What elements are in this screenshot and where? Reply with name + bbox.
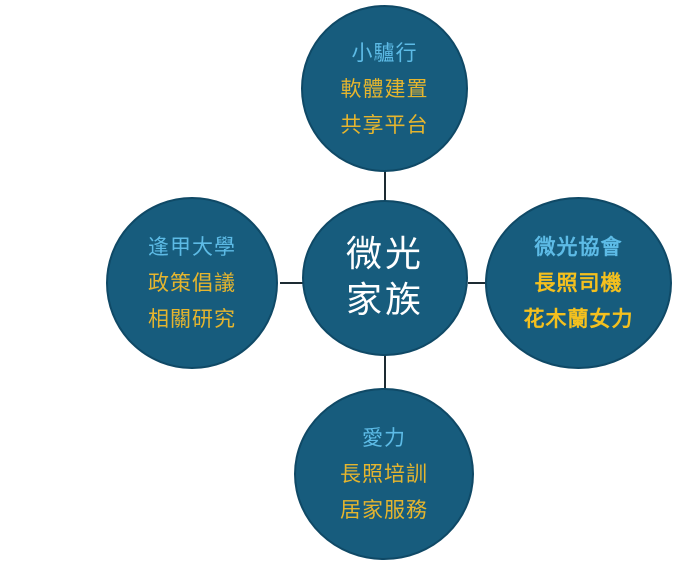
node-right-title: 微光協會: [534, 235, 623, 259]
node-right-line-1: 長照司機: [534, 271, 623, 295]
node-top-title: 小驢行: [351, 40, 418, 65]
node-right: 微光協會 長照司機 花木蘭女力: [485, 197, 672, 369]
node-top-line-2: 共享平台: [340, 112, 429, 137]
node-center: 微光 家族: [302, 200, 468, 356]
node-right-line-2: 花木蘭女力: [523, 307, 634, 331]
connector-bottom: [384, 354, 386, 390]
center-line-2: 家族: [345, 280, 424, 321]
connector-top: [384, 170, 386, 204]
center-line-1: 微光: [345, 234, 424, 275]
node-left-title: 逢甲大學: [148, 235, 236, 259]
connector-right: [468, 282, 488, 284]
node-bottom: 愛力 長照培訓 居家服務: [294, 388, 474, 560]
node-top: 小驢行 軟體建置 共享平台: [301, 5, 468, 172]
node-left-line-1: 政策倡議: [148, 271, 236, 295]
node-left-line-2: 相關研究: [148, 307, 236, 331]
node-top-line-1: 軟體建置: [340, 76, 429, 101]
node-bottom-title: 愛力: [362, 426, 406, 450]
node-left: 逢甲大學 政策倡議 相關研究: [106, 197, 278, 369]
connector-left: [280, 282, 304, 284]
node-bottom-line-1: 長照培訓: [340, 462, 428, 486]
node-bottom-line-2: 居家服務: [340, 498, 428, 522]
